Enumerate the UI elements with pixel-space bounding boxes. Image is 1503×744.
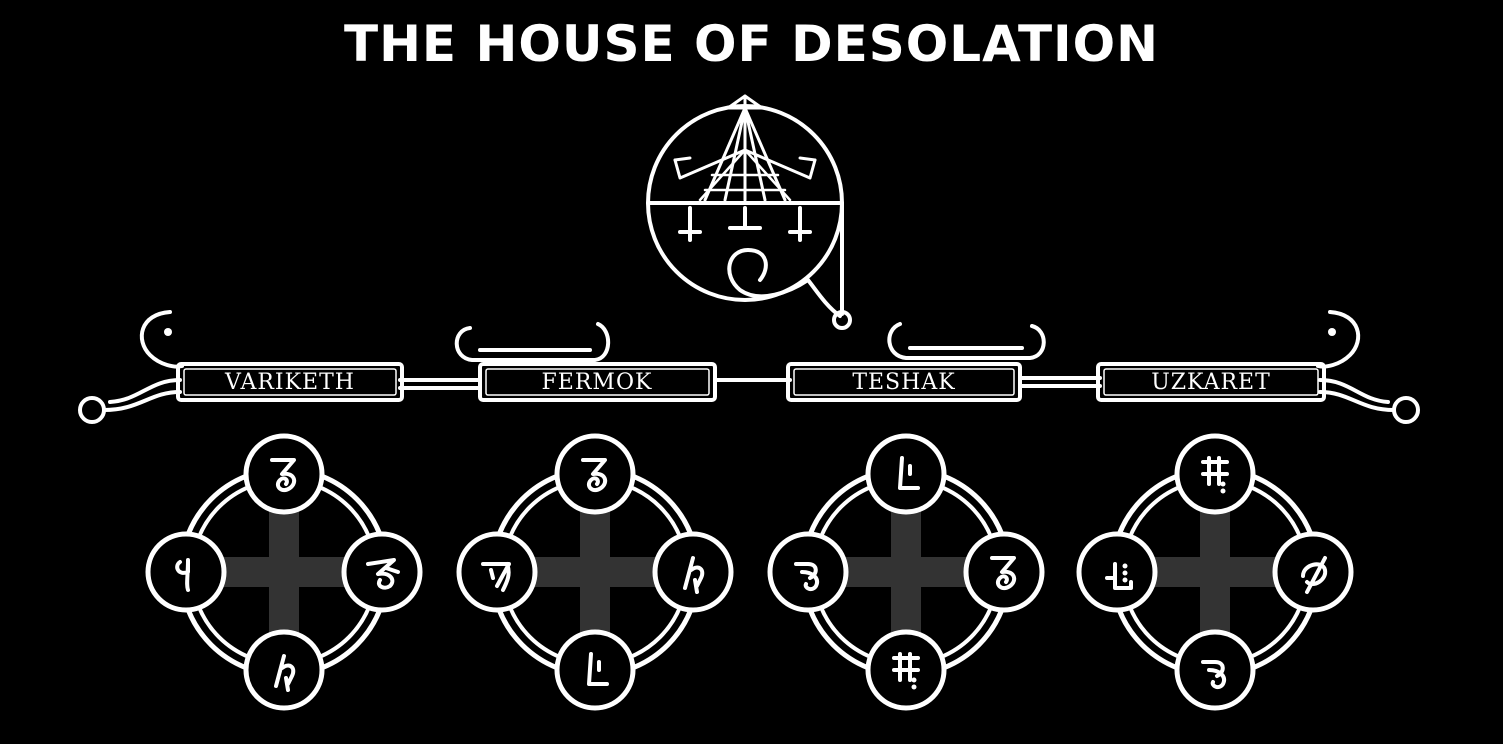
ring-shadow	[500, 477, 690, 667]
house-label-text: UZKARET	[1151, 370, 1271, 395]
ring-shadow	[811, 477, 1001, 667]
ring-shadow	[189, 477, 379, 667]
house-label-fermok: FERMOK	[478, 362, 717, 402]
glyph-rings	[145, 433, 1354, 711]
goetic-sigil-icon	[646, 94, 852, 330]
page-title: THE HOUSE OF DESOLATION	[343, 15, 1160, 73]
house-label-uzkaret: UZKARET	[1096, 362, 1326, 402]
glyph-ring-uzkaret	[1076, 433, 1354, 711]
glyph-node	[865, 433, 947, 515]
glyph-ring-teshak	[767, 433, 1045, 711]
glyph-node	[554, 629, 636, 711]
house-label-text: FERMOK	[542, 370, 653, 395]
glyph-node	[456, 531, 538, 613]
glyph-node	[652, 531, 734, 613]
ring-shadow	[1120, 477, 1310, 667]
house-label-text: VARIKETH	[224, 370, 355, 395]
glyph-ring-variketh	[145, 433, 423, 711]
house-label-text: TESHAK	[852, 370, 955, 395]
glyph-node	[243, 629, 325, 711]
ornamental-bar	[78, 310, 1420, 424]
house-label-variketh: VARIKETH	[176, 362, 404, 402]
glyph-node	[1272, 531, 1354, 613]
house-label-teshak: TESHAK	[786, 362, 1022, 402]
glyph-ring-fermok	[456, 433, 734, 711]
